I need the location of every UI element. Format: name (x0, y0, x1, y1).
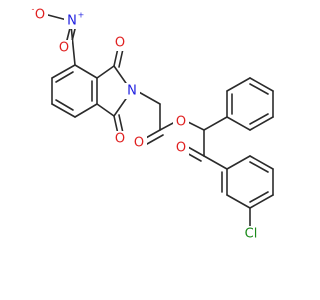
atom-labels: O - N + O O N O O O O Cl (32, 5, 262, 242)
bond-cph-6 (226, 155, 251, 170)
molecule-structure-diagram: O - N + O O N O O O O Cl (32, 5, 274, 242)
bond-imide-2 (113, 65, 129, 87)
bond-cph-5-inner (249, 161, 269, 173)
bond-n-ring (70, 24, 76, 66)
atom-o-ester: O (176, 115, 186, 130)
atom-o-imide-lower: O (115, 132, 125, 147)
bond-ch-phenyl (203, 116, 228, 131)
bond-ring-a1 (51, 64, 76, 79)
bond-ring-a3 (51, 103, 76, 118)
bond-c-o-ester (159, 121, 176, 131)
atom-o-nitro-charged: O (35, 8, 45, 23)
charge-minus: - (32, 5, 35, 14)
bond-cph-3 (249, 194, 274, 209)
bond-co-lower-b (118, 114, 124, 134)
atom-o-ester-carbonyl: O (134, 136, 144, 151)
atom-n-nitro: N (67, 14, 77, 29)
bond-n-o-upper-left (47, 14, 68, 21)
bond-cph-5 (249, 155, 274, 170)
bond-ph-4 (249, 77, 274, 92)
bond-ph-5 (226, 77, 251, 92)
atom-n-imide: N (127, 84, 137, 99)
bond-ph-2-inner (249, 113, 269, 125)
bond-co-upper-b (118, 48, 124, 68)
bond-imide-1 (96, 65, 115, 79)
bond-o-ch (187, 121, 205, 131)
atom-o-imide-upper: O (115, 36, 125, 51)
bond-cph-2 (226, 194, 251, 209)
atom-o-nitro: O (59, 41, 69, 56)
bond-ketone-co-a (187, 146, 205, 157)
bond-ph-2 (249, 116, 274, 131)
bonds (47, 14, 274, 227)
bond-cph-attach (203, 155, 228, 170)
bond-imide-3 (113, 95, 129, 117)
bond-ring-a1-inner (55, 71, 74, 83)
bond-ph-4-inner (249, 83, 269, 95)
bond-ester-co-b (146, 134, 164, 145)
bond-ring-a3-inner (55, 99, 74, 111)
atom-cl: Cl (245, 227, 258, 242)
bond-imide-4 (96, 103, 115, 117)
atom-o-ketone: O (176, 141, 186, 156)
bond-n-ch2 (136, 90, 161, 105)
bond-ring-a6 (74, 64, 98, 79)
bond-ph-1 (226, 116, 251, 131)
charge-plus: + (78, 11, 85, 20)
bond-ring-a4 (74, 103, 98, 118)
bond-cph-3-inner (249, 191, 269, 203)
